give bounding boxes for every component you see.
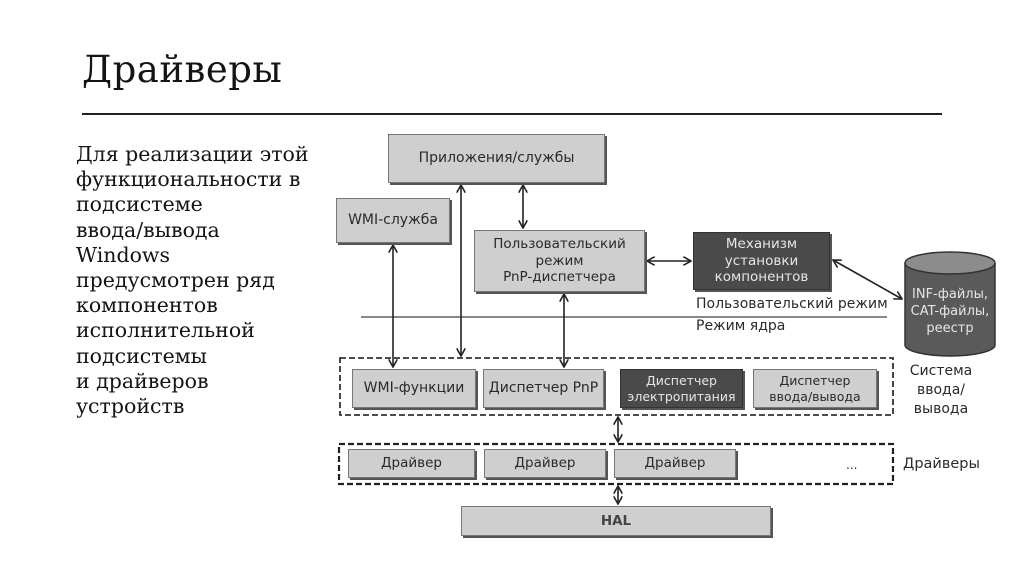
driver-box: Драйвер [614,449,736,478]
storage-line: реестр [926,321,974,336]
user-mode-label: Пользовательский режим [696,296,888,312]
storage-label: INF-файлы, CAT-файлы, реестр [905,286,995,337]
install-mechanism-line: Механизм [725,235,798,252]
slide-body-text: Для реализации этой функциональности в п… [76,142,346,419]
storage-line: CAT-файлы, [910,304,990,319]
body-line: Windows [76,242,171,267]
drivers-ellipsis: ... [846,458,858,472]
power-manager-box: Диспетчер электропитания [620,369,743,408]
io-manager-box: Диспетчер ввода/вывода [753,369,877,408]
drivers-group-label: Драйверы [903,456,980,472]
hal-label: HAL [600,512,632,529]
body-line: подсистемы [76,343,207,368]
driver-label: Драйвер [514,455,576,472]
kernel-mode-label: Режим ядра [696,318,786,334]
storage-cylinder-icon [904,251,996,357]
wmi-service-label: WMI-служба [348,211,438,228]
wmi-functions-label: WMI-функции [363,379,465,396]
body-line: ввода/вывода [76,217,220,242]
driver-box: Драйвер [484,449,606,478]
body-line: компонентов [76,293,218,318]
install-mechanism-box: Механизм установки компонентов [693,232,830,290]
body-line: подсистеме [76,192,203,217]
body-line: Для реализации этой [76,142,309,166]
power-manager-line: Диспетчер [646,372,717,388]
hal-box: HAL [461,506,771,536]
install-mechanism-line: компонентов [714,269,809,286]
apps-services-label: Приложения/службы [418,149,575,166]
io-system-line: Система [909,363,973,379]
storage-line: INF-файлы, [912,287,988,302]
pnp-user-mode-box: Пользовательский режим PnP-диспетчера [474,230,645,292]
install-mechanism-line: установки [724,252,799,269]
pnp-user-mode-line: PnP-диспетчера [503,269,616,286]
pnp-user-mode-line: режим [535,252,584,269]
wmi-service-box: WMI-служба [336,198,450,243]
title-divider [82,113,942,115]
slide-title: Драйверы [82,48,283,91]
pnp-user-mode-line: Пользовательский [493,235,626,252]
body-line: исполнительной [76,318,255,343]
io-manager-line: Диспетчер [779,372,851,388]
driver-label: Драйвер [644,455,706,472]
driver-box: Драйвер [348,449,475,478]
wmi-functions-box: WMI-функции [352,369,476,408]
arrow-install-mechanism-to-storage [833,260,902,299]
body-line: и драйверов [76,368,209,393]
io-manager-line: ввода/вывода [769,388,861,404]
apps-services-box: Приложения/службы [388,134,605,183]
body-line: устройств [76,394,185,419]
driver-label: Драйвер [381,455,442,472]
power-manager-line: электропитания [627,388,736,404]
io-system-label: Система ввода/ вывода [906,362,976,419]
pnp-manager-label: Диспетчер PnP [488,379,599,396]
pnp-manager-box: Диспетчер PnP [483,369,604,408]
io-system-group-border [339,357,894,416]
io-system-line: ввода/ [916,382,966,398]
body-line: функциональности в [76,167,301,192]
body-line: предусмотрен ряд [76,268,275,293]
io-system-line: вывода [913,401,969,417]
